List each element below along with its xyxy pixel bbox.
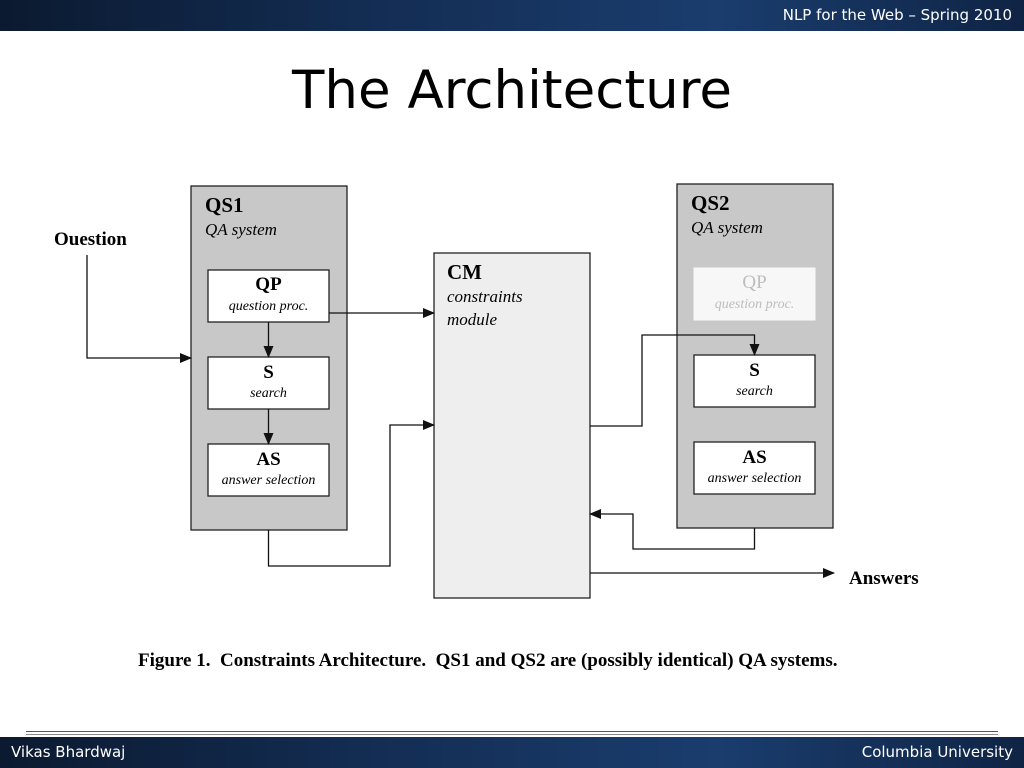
cm-name: CM (447, 260, 482, 284)
cm-desc-line2: module (447, 310, 498, 329)
qs1-s-desc: search (250, 386, 287, 401)
qs1-qp-name: QP (255, 274, 282, 295)
header-bar: NLP for the Web – Spring 2010 (0, 0, 1024, 31)
qs1-subtitle: QA system (205, 220, 277, 239)
footer-rule-top (26, 731, 998, 732)
qs2-subtitle: QA system (691, 218, 763, 237)
qs2-s-name: S (749, 360, 760, 381)
arrow-question-to-s (86, 255, 192, 363)
qs1-name: QS1 (205, 193, 244, 217)
answers-label: Answers (849, 568, 919, 589)
qs1-as-name: AS (256, 449, 280, 470)
qs2-qp-box (693, 267, 816, 321)
footer-author: Vikas Bhardwaj (11, 743, 126, 761)
question-label: Ouestion (54, 229, 127, 250)
qs1-as-desc: answer selection (222, 473, 316, 488)
qs2-qp-name: QP (742, 272, 766, 293)
qs2-s-desc: search (736, 384, 773, 399)
qs1-qp-box (207, 269, 330, 323)
qs2-name: QS2 (691, 191, 730, 215)
footer-org: Columbia University (861, 743, 1013, 761)
qs1-qp-desc: question proc. (229, 299, 309, 314)
cm-desc-line1: constraints (447, 287, 523, 306)
qs2-as-name: AS (742, 447, 766, 468)
slide-title: The Architecture (292, 60, 732, 121)
qs2-qp-desc: question proc. (715, 297, 795, 312)
course-title: NLP for the Web – Spring 2010 (782, 6, 1012, 24)
arrow-qs2-to-cm (589, 509, 756, 550)
arrow-qs1-to-cm (267, 420, 435, 567)
qs2-as-desc: answer selection (708, 471, 802, 486)
footer-rule-bottom (26, 734, 998, 735)
arrow-cm-to-qs2-s (590, 334, 760, 427)
figure-caption: Figure 1. Constraints Architecture. QS1 … (138, 650, 838, 671)
footer-bar: Vikas Bhardwaj Columbia University (0, 737, 1024, 768)
qs1-s-name: S (263, 362, 274, 383)
cm-box (433, 252, 591, 599)
qs2-s-box (693, 354, 816, 408)
qs2-as-box (693, 441, 816, 495)
